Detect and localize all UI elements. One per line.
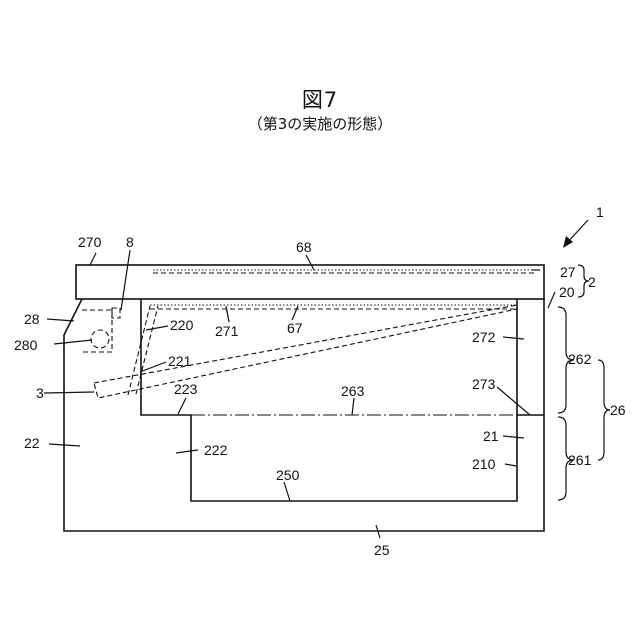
label-271: 271 bbox=[215, 323, 239, 339]
label-2: 2 bbox=[588, 274, 596, 290]
circle-280 bbox=[91, 330, 109, 348]
label-27: 27 bbox=[560, 264, 576, 280]
label-3: 3 bbox=[36, 385, 44, 401]
label-280: 280 bbox=[14, 337, 38, 353]
leader-lines bbox=[44, 250, 555, 538]
housing-280 bbox=[82, 310, 112, 352]
label-221: 221 bbox=[168, 353, 192, 369]
label-250: 250 bbox=[276, 467, 300, 483]
brace-26 bbox=[598, 360, 610, 460]
label-263: 263 bbox=[341, 383, 365, 399]
label-262: 262 bbox=[568, 351, 592, 367]
label-26: 26 bbox=[610, 402, 626, 418]
label-223: 223 bbox=[174, 381, 198, 397]
label-8: 8 bbox=[126, 234, 134, 250]
label-22: 22 bbox=[24, 435, 40, 451]
label-261: 261 bbox=[568, 452, 592, 468]
label-270: 270 bbox=[78, 234, 102, 250]
label-210: 210 bbox=[472, 456, 496, 472]
label-28: 28 bbox=[24, 311, 40, 327]
label-273: 273 bbox=[472, 376, 496, 392]
inner-cavity-outline bbox=[141, 299, 517, 501]
label-272: 272 bbox=[472, 329, 496, 345]
label-222: 222 bbox=[204, 442, 228, 458]
label-25: 25 bbox=[374, 542, 390, 558]
label-1: 1 bbox=[596, 204, 604, 220]
label-68: 68 bbox=[296, 239, 312, 255]
sloped-member-3 bbox=[94, 305, 517, 398]
label-67: 67 bbox=[287, 320, 303, 336]
connector-220-221 bbox=[128, 306, 158, 395]
label-220: 220 bbox=[170, 317, 194, 333]
label-20: 20 bbox=[559, 284, 575, 300]
label-21: 21 bbox=[483, 428, 499, 444]
top-cover-strip bbox=[76, 265, 544, 299]
small-box-8 bbox=[112, 308, 120, 318]
